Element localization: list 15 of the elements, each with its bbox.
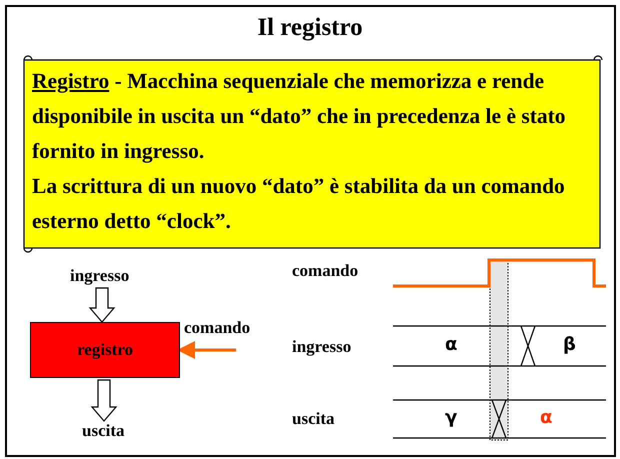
block-arrow [90,379,118,422]
data-value: α [445,334,458,355]
register-box: registro [30,322,180,378]
slide-title: Il registro [256,14,364,42]
signal-name: ingresso [292,337,352,357]
data-value: γ [445,407,458,428]
signal-name: uscita [292,409,334,429]
definition-text: Registro - Macchina sequenziale che memorizza e rende disponibile in uscita un “dato” che in precedenza le è stato fornito in ingresso. La scrittura di un nuovo “dato” è stabilita da un comando esterno detto “clock”. [32,68,567,235]
command-label: comando [184,318,250,338]
data-value: β [563,334,576,355]
signal-name: comando [292,261,358,281]
data-value: α [540,407,552,428]
output-label: uscita [82,421,124,441]
block-arrow [88,287,116,323]
input-label: ingresso [70,266,130,286]
